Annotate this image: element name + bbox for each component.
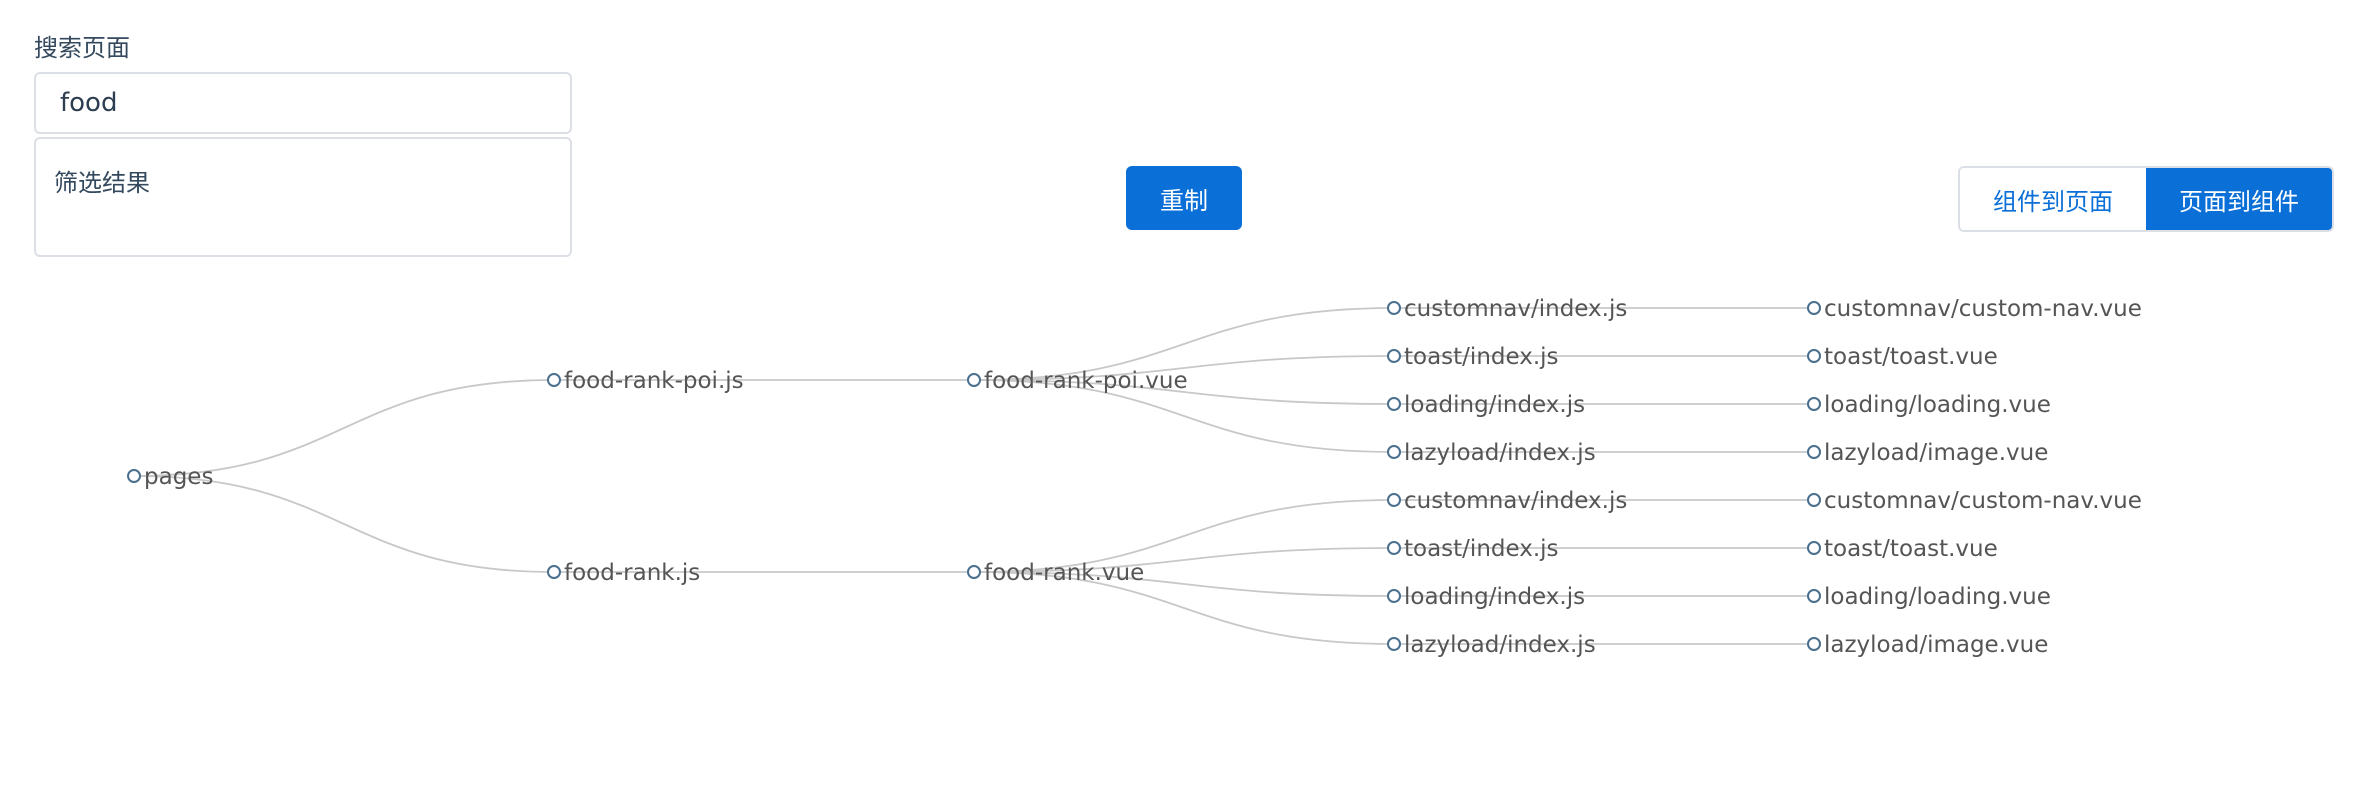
tree-node[interactable]: pages: [127, 464, 213, 490]
toggle-component-to-page[interactable]: 组件到页面: [1960, 168, 2146, 230]
tree-node-circle[interactable]: [1807, 301, 1821, 315]
tree-node-circle[interactable]: [127, 469, 141, 483]
tree-node[interactable]: food-rank.vue: [967, 560, 1144, 586]
tree-node-circle[interactable]: [1387, 589, 1401, 603]
tree-node[interactable]: toast/index.js: [1387, 344, 1559, 370]
reset-button[interactable]: 重制: [1126, 166, 1242, 230]
tree-node-circle[interactable]: [1807, 445, 1821, 459]
search-input[interactable]: [34, 72, 572, 134]
tree-link: [973, 379, 1395, 405]
tree-node-label: pages: [144, 464, 213, 490]
tree-node-label: loading/loading.vue: [1824, 584, 2051, 610]
tree-node-circle[interactable]: [1807, 397, 1821, 411]
tree-node-label: lazyload/image.vue: [1824, 632, 2048, 658]
tree-node-label: toast/index.js: [1404, 344, 1559, 370]
search-label: 搜索页面: [34, 34, 130, 62]
tree-node-circle[interactable]: [967, 565, 981, 579]
tree-link: [133, 379, 555, 477]
tree-node-circle[interactable]: [1387, 637, 1401, 651]
tree-node[interactable]: food-rank-poi.vue: [967, 368, 1188, 394]
tree-node-label: loading/index.js: [1404, 584, 1585, 610]
tree-node-circle[interactable]: [967, 373, 981, 387]
tree-node-label: lazyload/index.js: [1404, 440, 1596, 466]
tree-node-label: food-rank-poi.vue: [984, 368, 1188, 394]
tree-node[interactable]: toast/index.js: [1387, 536, 1559, 562]
tree-node-circle[interactable]: [1807, 349, 1821, 363]
tree-node[interactable]: customnav/index.js: [1387, 488, 1627, 514]
tree-node-circle[interactable]: [1387, 397, 1401, 411]
tree-node[interactable]: loading/loading.vue: [1807, 584, 2051, 610]
tree-node[interactable]: loading/index.js: [1387, 584, 1585, 610]
tree-node[interactable]: customnav/custom-nav.vue: [1807, 296, 2142, 322]
tree-node-circle[interactable]: [547, 373, 561, 387]
tree-node[interactable]: toast/toast.vue: [1807, 344, 1998, 370]
tree-node[interactable]: lazyload/image.vue: [1807, 632, 2048, 658]
results-label: 筛选结果: [54, 169, 150, 197]
tree-node-circle[interactable]: [547, 565, 561, 579]
tree-node-label: lazyload/image.vue: [1824, 440, 2048, 466]
tree-link: [973, 379, 1395, 453]
tree-link: [973, 499, 1395, 573]
tree-node-label: customnav/index.js: [1404, 488, 1627, 514]
tree-link: [973, 547, 1395, 573]
tree-node-label: toast/toast.vue: [1824, 344, 1998, 370]
tree-link: [973, 571, 1395, 645]
tree-node-circle[interactable]: [1387, 445, 1401, 459]
tree-node[interactable]: customnav/index.js: [1387, 296, 1627, 322]
tree-node-circle[interactable]: [1807, 589, 1821, 603]
tree-node[interactable]: lazyload/index.js: [1387, 440, 1596, 466]
tree-node-circle[interactable]: [1807, 541, 1821, 555]
tree-node-circle[interactable]: [1387, 301, 1401, 315]
tree-node-label: customnav/custom-nav.vue: [1824, 488, 2142, 514]
tree-node-circle[interactable]: [1807, 637, 1821, 651]
tree-node-circle[interactable]: [1807, 493, 1821, 507]
tree-link: [133, 475, 555, 573]
tree-node[interactable]: lazyload/index.js: [1387, 632, 1596, 658]
tree-node-label: customnav/index.js: [1404, 296, 1627, 322]
tree-node-label: lazyload/index.js: [1404, 632, 1596, 658]
tree-node-label: food-rank-poi.js: [564, 368, 744, 394]
tree-node-circle[interactable]: [1387, 541, 1401, 555]
tree-node-label: toast/index.js: [1404, 536, 1559, 562]
view-toggle: 组件到页面 页面到组件: [1958, 166, 2334, 232]
tree-link: [973, 355, 1395, 381]
tree-node[interactable]: loading/loading.vue: [1807, 392, 2051, 418]
tree-node-label: food-rank.vue: [984, 560, 1144, 586]
tree-node[interactable]: customnav/custom-nav.vue: [1807, 488, 2142, 514]
tree-link: [973, 307, 1395, 381]
tree-node-label: loading/index.js: [1404, 392, 1585, 418]
tree-node[interactable]: toast/toast.vue: [1807, 536, 1998, 562]
tree-node-label: toast/toast.vue: [1824, 536, 1998, 562]
tree-node-circle[interactable]: [1387, 349, 1401, 363]
tree-node[interactable]: food-rank.js: [547, 560, 700, 586]
toggle-page-to-component[interactable]: 页面到组件: [2146, 168, 2332, 230]
tree-link: [973, 571, 1395, 597]
results-box[interactable]: 筛选结果: [34, 137, 572, 257]
tree-node[interactable]: lazyload/image.vue: [1807, 440, 2048, 466]
tree-node-label: customnav/custom-nav.vue: [1824, 296, 2142, 322]
tree-node-label: food-rank.js: [564, 560, 700, 586]
tree-node[interactable]: food-rank-poi.js: [547, 368, 744, 394]
tree-node-label: loading/loading.vue: [1824, 392, 2051, 418]
tree-node-circle[interactable]: [1387, 493, 1401, 507]
tree-node[interactable]: loading/index.js: [1387, 392, 1585, 418]
